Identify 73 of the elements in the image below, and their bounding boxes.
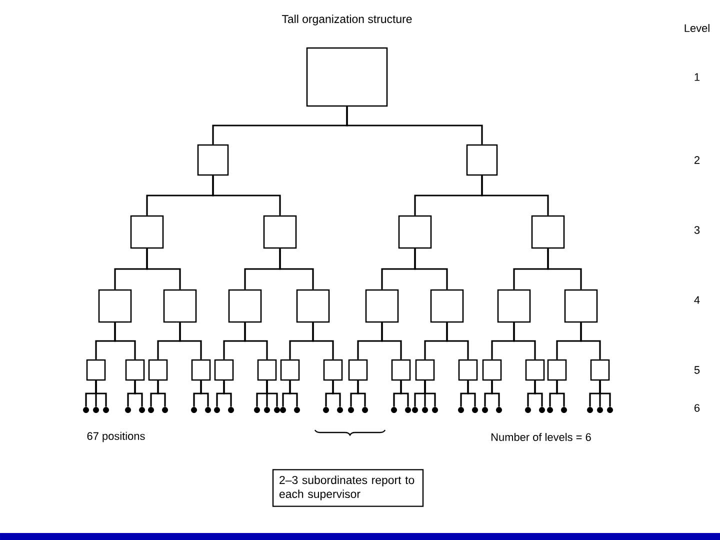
position-box — [86, 359, 106, 381]
position-box — [263, 215, 297, 249]
position-box — [590, 359, 610, 381]
level-number: 5 — [694, 366, 700, 374]
callout-box: 2–3 subordinates report to each supervisor — [272, 469, 424, 507]
connector-line — [467, 380, 476, 407]
position-box — [148, 359, 168, 381]
title: Tall organization structure — [282, 14, 412, 26]
connector-line — [312, 322, 334, 360]
position-box — [497, 289, 531, 323]
connector-line — [212, 176, 281, 216]
position-box — [163, 289, 197, 323]
connector-line — [400, 380, 409, 407]
note: Number of levels = 6 — [492, 432, 591, 442]
position-box — [398, 215, 432, 249]
position-box — [564, 289, 598, 323]
connector-line — [414, 248, 448, 290]
position-box — [280, 359, 300, 381]
connector-line — [491, 380, 500, 407]
position-box — [125, 359, 145, 381]
connector-line — [223, 380, 232, 407]
connector-line — [547, 248, 582, 290]
connector-line — [289, 380, 298, 407]
position-box — [306, 47, 388, 107]
position-box — [257, 359, 277, 381]
position-box — [547, 359, 567, 381]
connector-line — [95, 380, 107, 407]
connector-line — [534, 380, 543, 407]
position-box — [191, 359, 211, 381]
connector-line — [381, 322, 402, 360]
level-number: 1 — [694, 73, 700, 81]
connector-line — [134, 380, 143, 407]
position-box — [415, 359, 435, 381]
connector-line — [424, 380, 436, 407]
connector-line — [446, 322, 469, 360]
note: 67 positions — [87, 432, 145, 442]
connector-line — [580, 322, 601, 360]
level-number: 2 — [694, 156, 700, 164]
position-box — [130, 215, 164, 249]
position-box — [214, 359, 234, 381]
position-box — [391, 359, 411, 381]
position-box — [525, 359, 545, 381]
position-box — [348, 359, 368, 381]
position-box — [458, 359, 478, 381]
connector-line — [244, 322, 268, 360]
position-box — [228, 289, 262, 323]
connector-line — [179, 322, 202, 360]
connector-line — [200, 380, 209, 407]
position-box — [482, 359, 502, 381]
position-box — [296, 289, 330, 323]
connector-line — [481, 176, 549, 216]
connector-line — [332, 380, 341, 407]
connector-line — [346, 106, 483, 144]
connector-line — [146, 248, 181, 290]
position-box — [197, 144, 229, 176]
position-box — [98, 289, 132, 323]
connector-line — [157, 380, 166, 407]
position-box — [430, 289, 464, 323]
connector-line — [266, 380, 278, 407]
connector-line — [279, 248, 314, 290]
connector-line — [513, 322, 536, 360]
connector-line — [599, 380, 611, 407]
column-heading: Level — [684, 24, 710, 32]
connector-line — [357, 380, 366, 407]
connector-line — [114, 322, 136, 360]
position-box — [466, 144, 498, 176]
level-number: 3 — [694, 226, 700, 234]
position-box — [365, 289, 399, 323]
position-box — [323, 359, 343, 381]
position-box — [531, 215, 565, 249]
level-number: 4 — [694, 296, 700, 304]
level-number: 6 — [694, 404, 700, 412]
connector-line — [556, 380, 565, 407]
